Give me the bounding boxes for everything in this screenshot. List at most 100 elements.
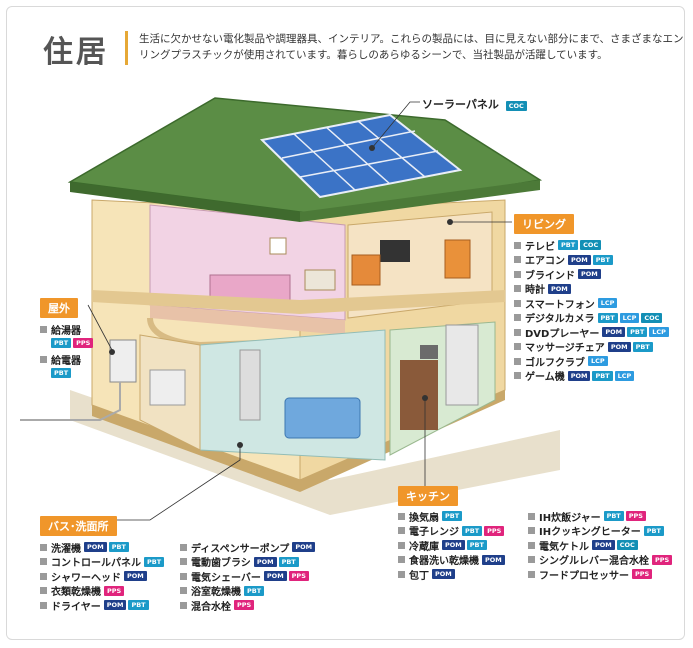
product-name: テレビ	[525, 241, 555, 253]
material-tags: PBT	[144, 556, 166, 567]
title-accent-bar	[125, 31, 128, 65]
solar-grid-line-2	[325, 126, 391, 185]
bullet-square-icon	[528, 570, 535, 578]
bullet-square-icon	[514, 328, 521, 336]
material-tag-pbt: PBT	[643, 525, 664, 536]
material-tag-pbt: PBT	[592, 370, 613, 381]
product-name: 電気シェーバー	[191, 572, 261, 584]
material-tag-pbt: PBT	[627, 327, 648, 338]
solar-panel-callout: ソーラーパネル COC	[422, 96, 529, 112]
shower	[239, 349, 261, 421]
intro-line-1: 生活に欠かせない電化製品や調理器具、インテリア。これらの製品には、目に見えない部…	[139, 33, 685, 45]
bullet-square-icon	[40, 543, 47, 551]
material-tag-pom: POM	[103, 600, 127, 611]
bullet-square-icon	[514, 270, 521, 278]
material-tag-pps: PPS	[625, 511, 646, 522]
bullet-square-icon	[40, 558, 47, 566]
bullet-square-icon	[514, 256, 521, 264]
product-name: ゲーム機	[525, 372, 565, 384]
material-tag-pom: POM	[292, 542, 316, 553]
solar-panel-tags: COC	[505, 101, 529, 111]
product-name: フードプロセッサー	[539, 570, 629, 582]
bullet-square-icon	[514, 343, 521, 351]
solar-grid-line-3	[357, 120, 426, 178]
material-tag-lcp: LCP	[597, 298, 618, 309]
material-tag-pps: PPS	[632, 569, 653, 580]
material-tags: PBT	[643, 525, 666, 536]
kitchen-dot	[422, 395, 428, 401]
solar-grid-line-4	[281, 130, 416, 159]
product-name: ブラインド	[525, 270, 575, 282]
bullet-square-icon	[398, 527, 405, 535]
product-name: 換気扇	[409, 512, 439, 524]
product-name: 混合水栓	[191, 601, 231, 613]
material-tag-pom: POM	[592, 540, 615, 551]
outdoor-water-heater	[109, 339, 137, 383]
material-tags: POM	[482, 554, 507, 565]
product-name: マッサージチェア	[525, 343, 605, 355]
material-tags: POM	[432, 569, 457, 580]
material-tag-pom: POM	[263, 571, 287, 582]
bullet-square-icon	[528, 541, 535, 549]
material-tag-pbt: PBT	[278, 556, 299, 567]
bullet-square-icon	[514, 299, 521, 307]
material-tags: PPS	[652, 554, 674, 565]
material-tag-pom: POM	[482, 554, 505, 565]
bullet-square-icon	[180, 572, 187, 580]
material-tag-pps: PPS	[484, 525, 505, 536]
material-tags: LCP	[588, 356, 610, 367]
material-tags: POM	[292, 542, 317, 553]
solar-panels	[259, 113, 463, 199]
material-tag-lcp: LCP	[619, 312, 640, 323]
material-tag-pbt: PBT	[592, 254, 613, 265]
bullet-square-icon	[514, 314, 521, 322]
material-tag-pps: PPS	[104, 585, 125, 596]
bullet-square-icon	[398, 570, 405, 578]
bullet-square-icon	[528, 512, 535, 520]
solar-grid-line-5	[299, 150, 439, 178]
material-tags: PBT	[51, 368, 73, 378]
product-name: DVDプレーヤー	[525, 328, 600, 340]
bullet-square-icon	[40, 587, 47, 595]
material-tag-pom: POM	[84, 542, 107, 553]
material-tag-pbt: PBT	[597, 312, 618, 323]
product-name: シングルレバー混合水栓	[539, 556, 649, 568]
roof-edge-right	[300, 180, 540, 222]
product-name: 衣類乾燥機	[51, 587, 101, 599]
material-tag-pbt: PBT	[144, 556, 165, 567]
vanity	[304, 269, 336, 291]
product-name: 冷蔵庫	[409, 541, 439, 553]
material-tag-pbt: PBT	[51, 368, 72, 378]
massage-chair	[444, 239, 471, 279]
material-tag-pom: POM	[548, 283, 571, 294]
bath-dot	[237, 442, 243, 448]
microwave	[420, 345, 438, 359]
